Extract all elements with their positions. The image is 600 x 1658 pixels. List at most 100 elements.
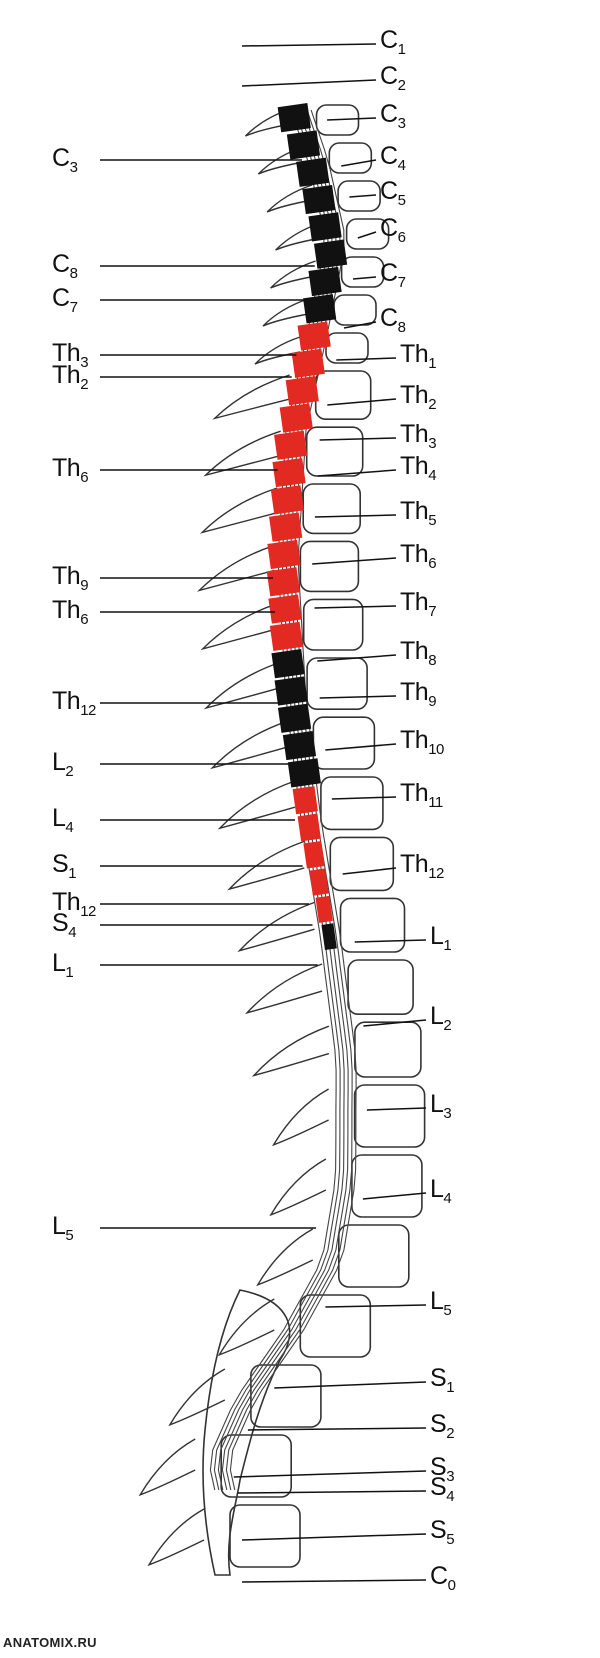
label-subscript: 7 — [69, 299, 78, 316]
right-leader-line — [237, 1490, 427, 1494]
label-base: Th — [52, 888, 81, 916]
label-base: S — [430, 1453, 447, 1481]
cord-segment-red — [266, 567, 300, 597]
sacrum — [202, 1289, 291, 1576]
right-label: S3 — [430, 1453, 455, 1485]
label-subscript: 9 — [428, 693, 437, 710]
label-base: C — [380, 259, 398, 287]
right-label: Th4 — [400, 454, 437, 484]
left-label: Th12 — [52, 888, 96, 920]
right-label: C4 — [380, 142, 406, 174]
label-subscript: 0 — [447, 1577, 456, 1594]
label-subscript: 2 — [446, 1425, 455, 1442]
right-leader-line — [327, 398, 397, 406]
right-label: C8 — [380, 304, 406, 336]
label-base: C — [380, 62, 398, 90]
right-leader-line — [314, 605, 397, 609]
vertebral-body — [315, 104, 360, 136]
label-base: S — [430, 1364, 447, 1392]
vertebral-body — [320, 776, 384, 831]
left-label: C7 — [52, 284, 78, 316]
label-subscript: 1 — [65, 964, 74, 981]
left-label: L1 — [52, 951, 74, 981]
label-subscript: 6 — [80, 469, 89, 486]
right-leader-line — [325, 1304, 427, 1308]
vertebral-body — [299, 1294, 372, 1358]
vertebral-body — [340, 256, 385, 288]
right-leader-line — [317, 469, 397, 477]
cord-segments-group — [266, 103, 348, 951]
label-base: Th — [400, 637, 429, 665]
right-label: Th8 — [400, 637, 437, 669]
left-label: C8 — [52, 252, 78, 282]
label-base: C — [430, 1562, 448, 1590]
right-leader-line — [331, 796, 397, 800]
right-leader-line — [233, 1470, 427, 1478]
spinous-process — [200, 602, 278, 651]
label-subscript: 4 — [65, 819, 74, 836]
spinous-process — [270, 260, 316, 289]
vertebral-body — [306, 657, 368, 711]
label-base: S — [430, 1516, 447, 1544]
vertebral-body — [328, 142, 373, 174]
right-label: L5 — [430, 1287, 452, 1319]
right-leader-line — [241, 43, 377, 47]
left-label: C3 — [52, 144, 78, 176]
cord-segment-red — [272, 457, 306, 488]
spinous-process — [227, 840, 305, 891]
label-base: C — [380, 214, 398, 242]
label-base: C — [380, 100, 398, 128]
right-label: Th3 — [400, 420, 437, 452]
left-label: Th3 — [52, 339, 89, 371]
leader-lines-group — [100, 43, 427, 1583]
label-subscript: 5 — [443, 1302, 452, 1319]
spinous-process — [203, 430, 281, 477]
right-label: Th6 — [400, 542, 437, 572]
label-base: C — [380, 142, 398, 170]
spinous-process — [266, 184, 313, 213]
label-base: S — [430, 1473, 447, 1501]
label-subscript: 1 — [397, 41, 406, 58]
spinous-process — [217, 1298, 275, 1357]
vertebral-body — [314, 370, 372, 421]
cord-segment-red — [292, 786, 318, 815]
label-base: Th — [400, 420, 429, 448]
label-subscript: 2 — [65, 763, 74, 780]
label-base: C — [52, 144, 70, 172]
label-base: Th — [400, 381, 429, 409]
cord-segment-red — [269, 621, 304, 651]
vertebral-body — [337, 180, 381, 212]
label-base: L — [430, 922, 444, 950]
label-base: Th — [400, 340, 429, 368]
label-subscript: 5 — [446, 1531, 455, 1548]
label-base: Th — [52, 339, 81, 367]
cord-segment-red — [315, 895, 333, 923]
spinous-process — [256, 1228, 314, 1287]
right-leader-line — [336, 357, 397, 361]
right-leader-line — [319, 695, 397, 699]
watermark: ANATOMIX.RU — [3, 1635, 97, 1650]
right-label: Th12 — [400, 852, 444, 882]
right-leader-line — [274, 1381, 427, 1389]
label-base: S — [52, 909, 69, 937]
label-base: Th — [400, 497, 429, 525]
cord-segment-dark — [308, 266, 342, 297]
right-label: L1 — [430, 922, 452, 954]
spinous-process — [138, 1438, 196, 1497]
label-base: L — [430, 1287, 444, 1315]
label-base: C — [380, 304, 398, 332]
label-base: Th — [400, 588, 429, 616]
right-leader-line — [349, 194, 377, 198]
left-label: L2 — [52, 750, 74, 780]
vertebral-body — [299, 540, 360, 593]
right-leader-line — [312, 557, 397, 565]
left-label: L5 — [52, 1214, 74, 1244]
spinous-process — [244, 108, 291, 137]
left-label: Th9 — [52, 564, 89, 594]
label-base: C — [52, 284, 70, 312]
cord-segment-dark — [303, 294, 337, 324]
spinous-process — [197, 544, 275, 592]
cord-segment-dark — [287, 758, 321, 788]
label-base: C — [380, 177, 398, 205]
